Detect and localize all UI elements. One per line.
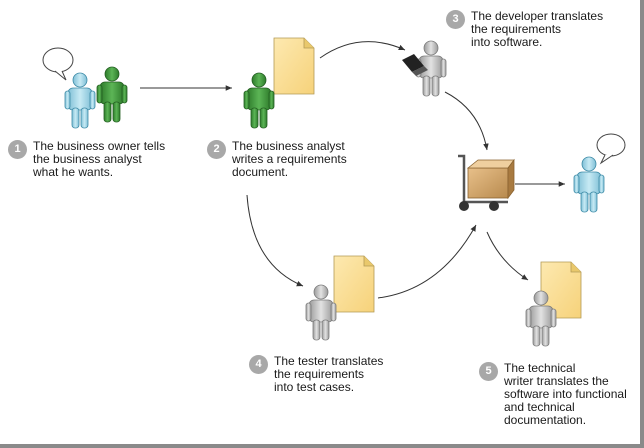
step-5: 5 The technical writer translates the so… [479, 362, 627, 427]
step-4: 4 The tester translates the requirements… [249, 355, 383, 394]
arrow-analyst-to-tester [246, 194, 304, 287]
test-cases-document-icon [333, 255, 375, 313]
laptop-icon [402, 54, 428, 76]
speech-bubble-customer-icon [596, 133, 626, 165]
step-3-text: The developer translates the requirement… [471, 9, 604, 49]
arrow-analyst-to-developer [319, 41, 406, 59]
customer-icon [573, 156, 605, 213]
step-4-badge: 4 [249, 355, 268, 374]
step-1-text: The business owner tells the business an… [33, 139, 166, 179]
analyst-writer-icon [243, 72, 275, 129]
business-owner-icon [64, 72, 96, 129]
step-5-text: The technical writer translates the soft… [504, 361, 627, 427]
flow-arrows [140, 41, 565, 299]
hand-truck-box-icon [458, 154, 515, 211]
step-2-badge: 2 [207, 140, 226, 159]
step-1-badge: 1 [8, 140, 27, 159]
arrow-tester-to-product [377, 224, 477, 299]
tester-icon [305, 284, 337, 341]
step-4-text: The tester translates the requirements i… [274, 354, 384, 394]
arrow-product-to-writer [486, 231, 529, 281]
requirements-document-icon [273, 37, 315, 95]
step-3-badge: 3 [446, 10, 465, 29]
step-5-badge: 5 [479, 362, 498, 381]
arrow-developer-to-product [444, 91, 489, 151]
speech-bubble-owner-icon [42, 47, 74, 81]
step-3: 3 The developer translates the requireme… [446, 10, 603, 49]
step-1: 1 The business owner tells the business … [8, 140, 165, 179]
step-2-text: The business analyst writes a requiremen… [232, 139, 347, 179]
step-2: 2 The business analyst writes a requirem… [207, 140, 347, 179]
business-analyst-icon [96, 66, 128, 123]
